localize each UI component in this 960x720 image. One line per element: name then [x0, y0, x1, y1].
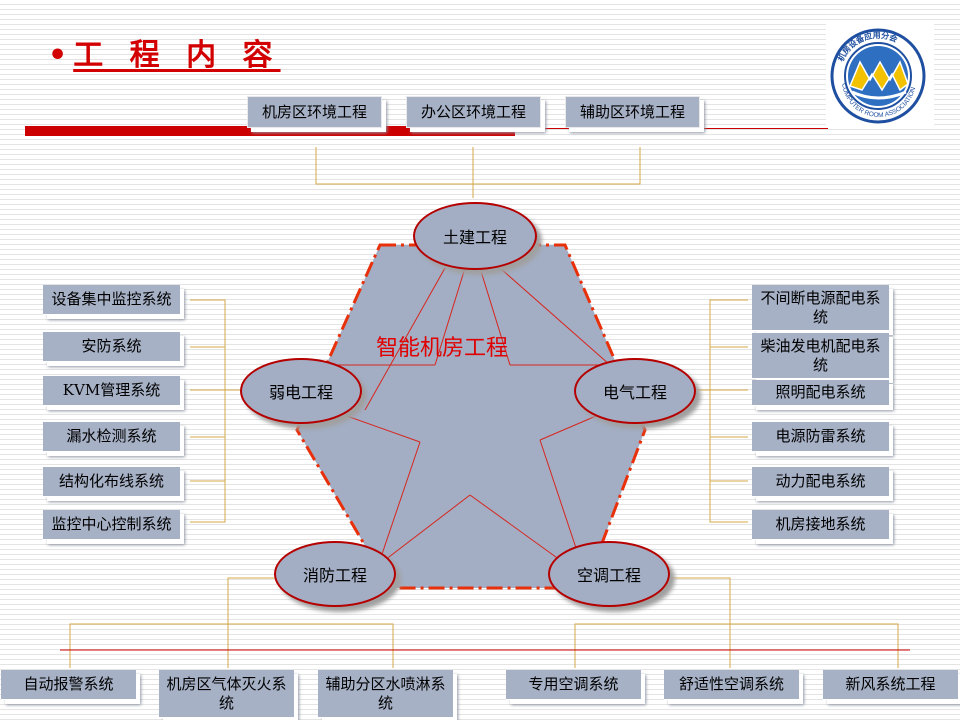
bottom-box-fresh-air: 新风系统工程: [823, 670, 958, 700]
left-box-leak-detection: 漏水检测系统: [43, 422, 180, 452]
bottom-box-precision-ac: 专用空调系统: [506, 670, 641, 700]
title-text: 工 程 内 容: [73, 38, 281, 73]
red-accent-bar: [25, 126, 515, 136]
top-connectors: [315, 147, 641, 198]
right-box-diesel: 柴油发电机配电系统: [752, 333, 889, 379]
title-bullet: •: [48, 38, 68, 73]
oval-fire-protection: 消防工程: [274, 541, 396, 607]
left-box-kvm: KVM管理系统: [43, 376, 180, 406]
oval-hvac: 空调工程: [548, 541, 670, 607]
right-box-lightning-protection: 电源防雷系统: [752, 422, 889, 452]
right-box-lighting: 照明配电系统: [752, 380, 889, 406]
bottom-box-sprinkler: 辅助分区水喷淋系统: [318, 670, 453, 718]
bottom-box-comfort-ac: 舒适性空调系统: [664, 670, 799, 700]
top-box-office: 办公区环境工程: [406, 96, 541, 128]
bottom-box-gas-extinguishing: 机房区气体灭火系统: [159, 670, 294, 718]
oval-electrical: 电气工程: [574, 358, 696, 424]
association-logo: 机房设备应用分会 COMPUTER ROOM ASSOCIATION: [826, 24, 934, 128]
top-box-auxiliary: 辅助区环境工程: [565, 96, 700, 128]
oval-weak-current: 弱电工程: [240, 358, 362, 424]
bottom-box-auto-alarm: 自动报警系统: [1, 670, 136, 700]
oval-fire-label: 消防工程: [302, 566, 367, 585]
oval-electric-label: 电气工程: [602, 383, 667, 402]
right-connectors: [695, 299, 748, 523]
left-box-security: 安防系统: [43, 332, 180, 362]
top-box-server-room: 机房区环境工程: [247, 96, 382, 128]
oval-weak-label: 弱电工程: [268, 383, 333, 402]
right-box-ups: 不间断电源配电系统: [752, 285, 889, 331]
oval-civil-label: 土建工程: [442, 228, 507, 247]
right-box-grounding: 机房接地系统: [752, 510, 889, 540]
center-label: 智能机房工程: [376, 336, 509, 361]
left-box-cabling: 结构化布线系统: [43, 467, 180, 497]
red-accent-line: [515, 128, 828, 129]
left-box-control-center: 监控中心控制系统: [43, 510, 180, 540]
oval-civil-engineering: 土建工程: [413, 202, 537, 270]
bottom-connectors: [69, 577, 899, 668]
left-box-equipment-monitoring: 设备集中监控系统: [43, 285, 180, 315]
left-connectors: [190, 299, 240, 523]
right-box-power: 动力配电系统: [752, 467, 889, 497]
page-title: •工 程 内 容: [48, 30, 281, 74]
oval-hvac-label: 空调工程: [576, 566, 641, 585]
